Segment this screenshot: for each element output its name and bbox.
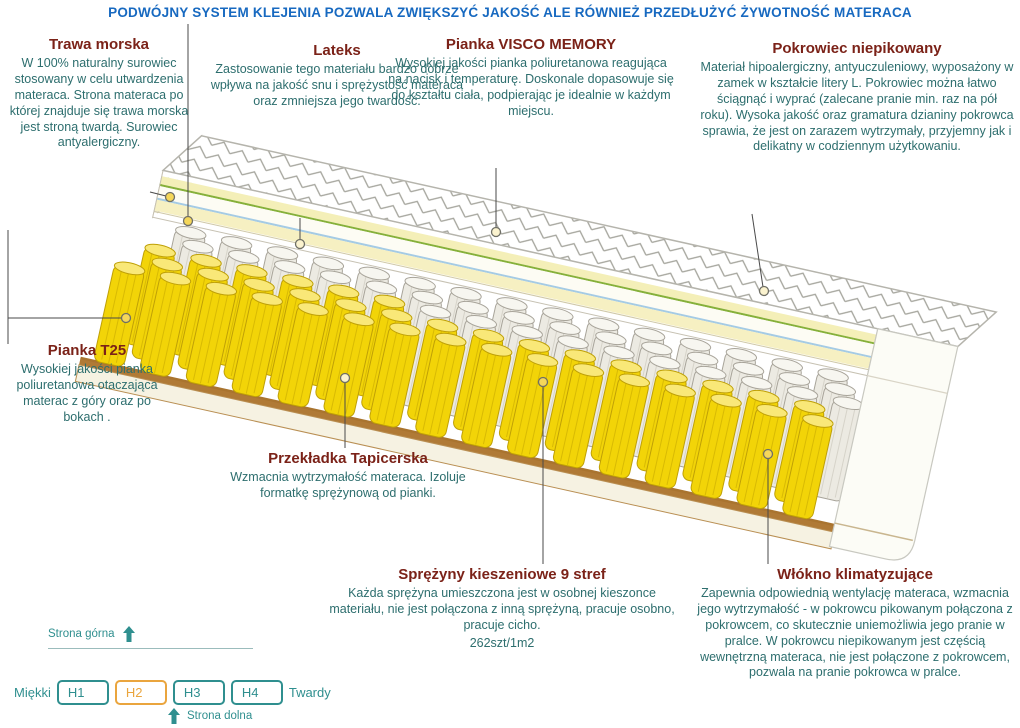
top-side-label: Strona górna <box>48 628 115 640</box>
callout-pianka-t25 <box>7 230 132 344</box>
callout-dot <box>490 226 502 238</box>
section-pokrowiec: Pokrowiec niepikowany Materiał hipoalerg… <box>700 40 1014 155</box>
section-title: Przekładka Tapicerska <box>268 450 428 467</box>
section-przekladka: Przekładka Tapicerska Wzmacnia wytrzymał… <box>208 450 488 502</box>
section-wlokno: Włókno klimatyzujące Zapewnia odpowiedni… <box>692 566 1018 681</box>
callout-trawa-morska <box>149 191 176 203</box>
callout-sprezyny <box>537 376 549 564</box>
arrow-up-icon <box>122 626 135 642</box>
bottom-side-indicator: Strona dolna <box>168 708 252 724</box>
section-body: Wzmacnia wytrzymałość materaca. Izoluje … <box>230 470 466 500</box>
callout-wlokno <box>762 448 774 564</box>
callout-pokrowiec <box>751 213 770 297</box>
arrow-up-icon <box>168 708 180 724</box>
cover-right-end <box>828 328 959 561</box>
section-pianka-visco: Pianka VISCO MEMORY Wysokiej jakości pia… <box>388 36 674 120</box>
hardness-level-h1: H1 <box>56 680 109 705</box>
section-body: Zapewnia odpowiednią wentylację materaca… <box>697 586 1013 680</box>
hardness-scale: Strona górna Miękki H1 H2 H3 H4 Twardy <box>10 618 340 726</box>
glue-system-banner: PODWÓJNY SYSTEM KLEJENIA POZWALA ZWIĘKSZ… <box>108 5 912 20</box>
section-title: Pianka VISCO MEMORY <box>445 36 617 53</box>
mattress-body <box>74 134 998 561</box>
section-pianka-t25: Pianka T25 Wysokiej jakości pianka poliu… <box>2 342 172 426</box>
callout-glue-system <box>182 24 194 227</box>
section-trawa-morska: Trawa morska W 100% naturalny surowiec s… <box>8 36 190 151</box>
callout-dot <box>120 312 132 324</box>
section-body: W 100% naturalny surowiec stosowany w ce… <box>9 56 189 150</box>
hardness-level-h3: H3 <box>172 680 225 705</box>
hardness-level-label: H2 <box>125 685 143 700</box>
callout-dot <box>537 376 549 388</box>
zigzag-top-surface <box>161 135 998 348</box>
callout-dot <box>339 372 351 384</box>
section-body: Każda sprężyna umieszczona jest w osobne… <box>329 586 675 632</box>
section-lateks: Lateks Zastosowanie tego materiału bardz… <box>198 42 476 110</box>
callout-lateks <box>294 218 306 250</box>
scale-divider <box>48 648 253 649</box>
section-sprezyny: Sprężyny kieszeniowe 9 stref Każda spręż… <box>328 566 676 650</box>
springs-count: 262szt/1m2 <box>469 635 535 650</box>
section-title: Sprężyny kieszeniowe 9 stref <box>398 566 606 583</box>
section-title: Pianka T25 <box>47 342 127 359</box>
section-title: Pokrowiec niepikowany <box>772 40 942 57</box>
section-title: Włókno klimatyzujące <box>777 566 933 583</box>
callout-dot <box>762 448 774 460</box>
section-body: Materiał hipoalergiczny, antyuczuleniowy… <box>700 60 1014 154</box>
callout-visco <box>490 168 502 238</box>
hardness-level-label: H1 <box>67 685 85 700</box>
callout-lines <box>7 24 774 564</box>
section-title: Trawa morska <box>48 36 150 53</box>
section-title: Lateks <box>313 42 361 59</box>
hardness-level-h4: H4 <box>230 680 283 705</box>
section-body: Wysokiej jakości pianka poliuretanowa re… <box>388 56 674 118</box>
section-body: Wysokiej jakości pianka poliuretanowa ot… <box>16 362 158 424</box>
callout-dot <box>294 238 306 250</box>
callout-dot <box>758 285 770 297</box>
section-body: Zastosowanie tego materiału bardzo dobrz… <box>210 62 464 108</box>
top-side-indicator: Strona górna <box>48 626 135 642</box>
callout-dot <box>182 215 194 227</box>
soft-label: Miękki <box>14 685 51 700</box>
hardness-level-h2: H2 <box>114 680 167 705</box>
callout-dot <box>164 191 176 203</box>
foam-layers-front-face <box>152 169 879 377</box>
hardness-level-label: H4 <box>241 685 259 700</box>
bottom-side-label: Strona dolna <box>187 710 253 722</box>
hard-label: Twardy <box>288 685 331 700</box>
hardness-levels: Miękki H1 H2 H3 H4 Twardy <box>14 680 331 705</box>
hardness-level-label: H3 <box>183 685 201 700</box>
callout-przekladka <box>339 372 351 448</box>
